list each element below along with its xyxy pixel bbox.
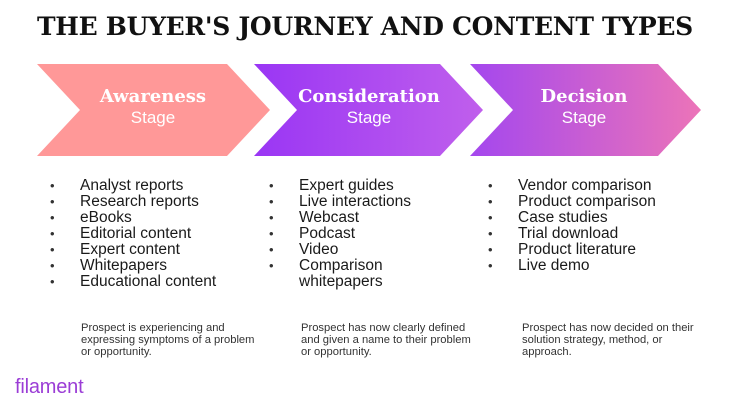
list-item: Research reports — [50, 194, 250, 211]
awareness-content-list: Analyst reports Research reports eBooks … — [50, 178, 250, 291]
page-title: THE BUYER'S JOURNEY AND CONTENT TYPES — [37, 12, 693, 41]
stage-name: Decision — [540, 86, 628, 107]
list-item: Product comparison — [488, 194, 688, 211]
awareness-description: Prospect is experiencing and expressing … — [81, 322, 255, 359]
decision-content-list: Vendor comparison Product comparison Cas… — [488, 178, 688, 275]
decision-stage-label: Decision Stage — [494, 86, 674, 127]
decision-arrow — [470, 64, 701, 156]
journey-arrows — [37, 64, 701, 156]
list-item: Live demo — [488, 258, 688, 275]
awareness-stage-label: Awareness Stage — [63, 86, 243, 127]
list-item: Expert content — [50, 242, 250, 259]
list-item: Trial download — [488, 226, 688, 243]
list-item: Podcast — [269, 226, 469, 243]
list-item: Educational content — [50, 274, 250, 291]
list-item: Expert guides — [269, 178, 469, 195]
list-item: Case studies — [488, 210, 688, 227]
stage-sub: Stage — [130, 108, 176, 127]
list-item-continuation: whitepapers — [299, 273, 383, 290]
list-item: Analyst reports — [50, 178, 250, 195]
stage-name: Awareness — [99, 86, 207, 107]
stage-sub: Stage — [561, 108, 607, 127]
list-item: Video — [269, 242, 469, 259]
decision-description: Prospect has now decided on their soluti… — [522, 322, 694, 359]
consideration-stage-label: Consideration Stage — [279, 86, 459, 127]
filament-logo: filament — [15, 376, 84, 398]
list-item: Webcast — [269, 210, 469, 227]
list-item: eBooks — [50, 210, 250, 227]
consideration-arrow — [254, 64, 483, 156]
awareness-arrow — [37, 64, 270, 156]
list-item: Vendor comparison — [488, 178, 688, 195]
list-item: Live interactions — [269, 194, 469, 211]
stage-name: Consideration — [298, 86, 440, 107]
consideration-description: Prospect has now clearly defined and giv… — [301, 322, 471, 359]
list-item: Editorial content — [50, 226, 250, 243]
list-item: Comparison — [269, 258, 469, 275]
consideration-content-list: Expert guides Live interactions Webcast … — [269, 178, 469, 290]
stage-sub: Stage — [346, 108, 392, 127]
list-item: Product literature — [488, 242, 688, 259]
list-item: Whitepapers — [50, 258, 250, 275]
